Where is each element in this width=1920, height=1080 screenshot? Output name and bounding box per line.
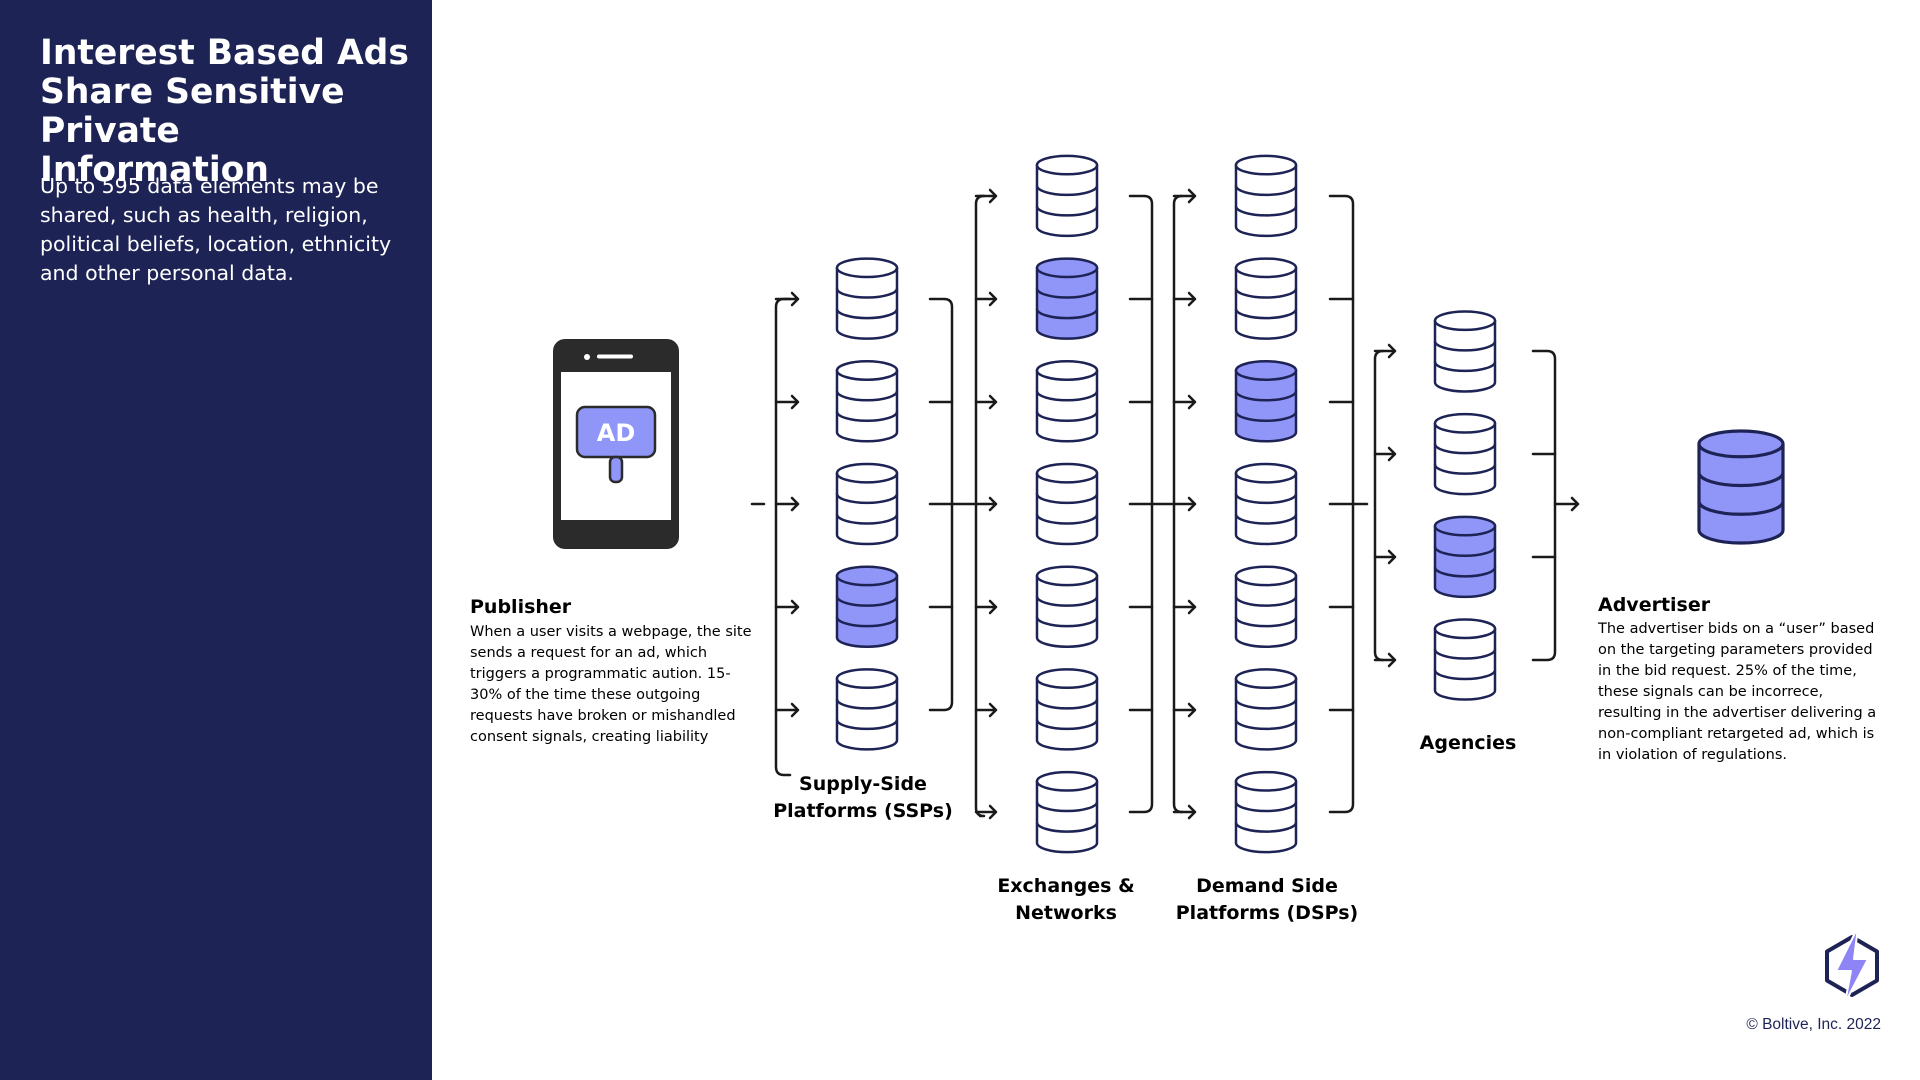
publisher-phone: AD <box>553 339 679 549</box>
agency-database-column <box>1433 310 1497 701</box>
database-icon <box>1697 429 1785 545</box>
dsp-label: Demand Side Platforms (DSPs) <box>1175 875 1359 924</box>
sidebar: Interest Based Ads Share Sensitive Priva… <box>0 0 432 1080</box>
phone-speaker <box>597 354 633 359</box>
database-icon <box>1035 668 1099 751</box>
database-icon <box>1035 770 1099 854</box>
database-icon <box>835 257 899 340</box>
database-icon <box>1234 462 1298 546</box>
agencies-label: Agencies <box>1419 732 1517 754</box>
copyright-text: © Boltive, Inc. 2022 <box>1746 1016 1881 1033</box>
database-icon <box>835 565 899 648</box>
advertiser-heading: Advertiser <box>1598 594 1711 616</box>
database-icon <box>1433 618 1497 701</box>
exchanges-label: Exchanges & Networks <box>997 875 1135 924</box>
sidebar-description: Up to 595 data elements may be shared, s… <box>40 174 392 285</box>
advertiser-database-icon <box>1697 429 1785 545</box>
database-icon <box>1433 310 1497 393</box>
database-icon <box>1035 257 1099 340</box>
exchange-database-column <box>1035 154 1099 854</box>
advertiser-description: The advertiser bids on a “user” based on… <box>1598 621 1877 763</box>
database-icon <box>1234 257 1298 340</box>
database-icon <box>1035 360 1099 443</box>
publisher-heading: Publisher <box>470 596 572 618</box>
ad-sign-text: AD <box>597 419 636 447</box>
logo-hexagon-icon <box>1825 935 1879 997</box>
ssp-label: Supply-Side Platforms (SSPs) <box>773 773 953 822</box>
database-icon <box>1234 565 1298 648</box>
database-icon <box>1433 515 1497 599</box>
database-icon <box>835 668 899 751</box>
database-icon <box>835 360 899 443</box>
ssp-database-column <box>835 257 899 751</box>
database-icon <box>1234 668 1298 751</box>
publisher-description: When a user visits a webpage, the site s… <box>470 624 752 745</box>
page-title: Interest Based Ads Share Sensitive Priva… <box>40 33 409 190</box>
database-icon <box>1035 565 1099 648</box>
database-icon <box>1035 462 1099 546</box>
connector-lines <box>750 188 1580 820</box>
database-icon <box>1234 360 1298 443</box>
database-icon <box>1035 154 1099 238</box>
boltive-logo <box>1825 926 1879 1004</box>
database-icon <box>1433 412 1497 496</box>
lightning-bolt-icon <box>1835 926 1869 1004</box>
phone-camera-dot <box>584 354 590 360</box>
database-icon <box>1234 154 1298 238</box>
database-icon <box>835 462 899 546</box>
database-icon <box>1234 770 1298 854</box>
dsp-database-column <box>1234 154 1298 854</box>
ad-sign-post <box>608 455 624 484</box>
